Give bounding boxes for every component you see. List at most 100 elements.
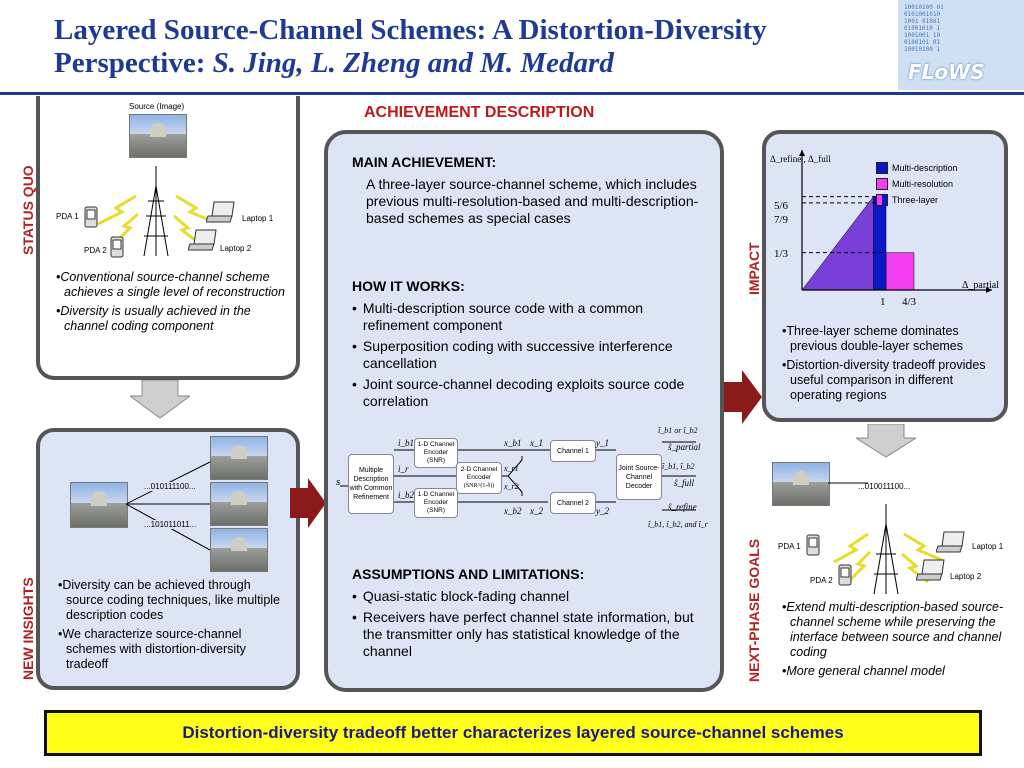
three-layer-region bbox=[801, 195, 874, 291]
impact-panel: Multi-description Multi-resolution Three… bbox=[762, 130, 1008, 422]
next-phase-bullet: •Extend multi-description-based source-c… bbox=[782, 600, 1004, 659]
s-partial-label: ŝ_partial bbox=[668, 442, 701, 452]
source-image bbox=[129, 114, 187, 158]
pda-2-label: PDA 2 bbox=[84, 246, 107, 255]
source-image-label: Source (Image) bbox=[129, 102, 185, 111]
impact-y-axis-label: Δ_refine , Δ_full bbox=[770, 154, 831, 164]
status-quo-bullet: •Diversity is usually achieved in the ch… bbox=[56, 304, 251, 333]
legend-label: Three-layer bbox=[892, 195, 939, 205]
down-arrow-left bbox=[130, 380, 190, 419]
logo-text: FLoWS bbox=[908, 60, 985, 84]
enc2-label: 2-D Channel Encoder bbox=[460, 466, 498, 481]
out-bot-label: î_b1, î_b2, and î_r bbox=[648, 520, 708, 529]
next-phase-bullets: •Extend multi-description-based source-c… bbox=[782, 600, 1010, 683]
new-insights-bullet: •We characterize source-channel schemes … bbox=[58, 627, 246, 671]
decoded-image-3 bbox=[210, 528, 268, 572]
impact-bullet: •Distortion-diversity tradeoff provides … bbox=[782, 358, 986, 402]
xr1-label: x_r1 bbox=[504, 464, 519, 473]
next-pda-2-icon bbox=[838, 564, 852, 586]
status-quo-label: STATUS QUO bbox=[20, 165, 36, 255]
y-tick-5-6: 5/6 bbox=[774, 200, 789, 212]
s-refine-label: ŝ_refine bbox=[668, 502, 697, 512]
legend-item: Multi-resolution bbox=[876, 178, 958, 190]
assumption-item-text: Receivers have perfect channel state inf… bbox=[362, 609, 694, 659]
title-prefix: Perspective: bbox=[54, 47, 213, 79]
y-axis-arrow bbox=[799, 150, 805, 156]
how-it-works-title: HOW IT WORKS: bbox=[352, 278, 465, 294]
s-full-label: ŝ_full bbox=[674, 478, 695, 488]
down-arrow-right bbox=[856, 424, 916, 458]
diagram-lines bbox=[340, 441, 696, 511]
how-item: •Joint source-channel decoding exploits … bbox=[352, 376, 708, 410]
ib2-label: i_b2 bbox=[398, 490, 415, 500]
how-it-works-list: •Multi-description source code with a co… bbox=[352, 300, 708, 410]
next-phase-bullet: •More general channel model bbox=[782, 664, 945, 678]
assumption-item: •Quasi-static block-fading channel bbox=[352, 588, 570, 604]
decoded-image-1 bbox=[210, 436, 268, 480]
title-line-1: Layered Source-Channel Schemes: A Distor… bbox=[54, 14, 767, 46]
legend-item: Three-layer bbox=[876, 194, 958, 206]
laptop-2-label: Laptop 2 bbox=[220, 244, 252, 253]
logo-bits: 10010100 01 0101001010 1001 01001 010010… bbox=[904, 4, 944, 53]
legend-swatch bbox=[876, 178, 888, 190]
pda-1-label: PDA 1 bbox=[56, 212, 79, 221]
assumptions-section: ASSUMPTIONS AND LIMITATIONS: •Quasi-stat… bbox=[352, 566, 712, 664]
channel-2-block: Channel 2 bbox=[550, 492, 596, 514]
new-insights-label: NEW INSIGHTS bbox=[20, 577, 36, 680]
x2-label: x_2 bbox=[530, 506, 543, 516]
laptop-1-label: Laptop 1 bbox=[242, 214, 274, 223]
status-quo-bullets: •Conventional source-channel scheme achi… bbox=[56, 270, 288, 338]
description-code-1: ...010111100... bbox=[144, 482, 196, 491]
laptop-1-icon bbox=[206, 201, 235, 223]
how-item: •Superposition coding with successive in… bbox=[352, 338, 708, 372]
legend-swatch bbox=[876, 162, 888, 174]
broadcast-diagram bbox=[97, 166, 215, 257]
description-paths bbox=[126, 461, 211, 551]
achievement-panel: MAIN ACHIEVEMENT: A three-layer source-c… bbox=[324, 130, 724, 692]
next-pda-1-label: PDA 1 bbox=[778, 542, 801, 551]
next-source-image bbox=[772, 462, 830, 506]
status-quo-panel: Source (Image) PDA 1 PDA 2 Laptop 1 Lapt… bbox=[36, 96, 300, 380]
title-line-2: Perspective: S. Jing, L. Zheng and M. Me… bbox=[54, 47, 767, 80]
description-code-2: ...101011011... bbox=[144, 520, 197, 529]
legend-swatch bbox=[876, 194, 888, 206]
how-item: •Multi-description source code with a co… bbox=[352, 300, 708, 334]
channel-encoder-2-block: 2-D Channel Encoder (SNR^(1-δ)) bbox=[456, 462, 502, 494]
next-phase-code: ...010011100... bbox=[858, 482, 911, 491]
main-achievement-section: MAIN ACHIEVEMENT: A three-layer source-c… bbox=[352, 154, 702, 227]
multi-resolution-region bbox=[885, 252, 915, 291]
flows-logo: 10010100 01 0101001010 1001 01001 010010… bbox=[898, 0, 1024, 90]
y-tick-7-9: 7/9 bbox=[774, 214, 789, 226]
y2-label: y_2 bbox=[596, 506, 609, 516]
assumptions-list: •Quasi-static block-fading channel •Rece… bbox=[352, 588, 712, 660]
next-laptop-1-label: Laptop 1 bbox=[972, 542, 1004, 551]
how-item-text: Joint source-channel decoding exploits s… bbox=[362, 376, 685, 409]
y1-label: y_1 bbox=[596, 438, 609, 448]
ib1-label: i_b1 bbox=[398, 438, 415, 448]
original-image bbox=[70, 482, 128, 528]
red-arrow-left bbox=[290, 478, 326, 528]
next-laptop-2-label: Laptop 2 bbox=[950, 572, 982, 581]
new-insights-panel: ...010111100... ...101011011... •Diversi… bbox=[36, 428, 300, 690]
decoded-image-2 bbox=[210, 482, 268, 526]
ir-label: i_r bbox=[398, 464, 409, 474]
status-quo-frame bbox=[36, 96, 300, 380]
assumptions-title: ASSUMPTIONS AND LIMITATIONS: bbox=[352, 566, 585, 582]
red-arrow-right bbox=[722, 370, 762, 424]
next-phase-label: NEXT-PHASE GOALS bbox=[746, 538, 762, 682]
how-item-text: Superposition coding with successive int… bbox=[362, 338, 673, 371]
impact-bullets: •Three-layer scheme dominates previous d… bbox=[782, 324, 992, 407]
main-achievement-text: A three-layer source-channel scheme, whi… bbox=[366, 176, 699, 226]
multi-description-region bbox=[873, 196, 887, 291]
legend-item: Multi-description bbox=[876, 162, 958, 174]
next-pda-2-label: PDA 2 bbox=[810, 576, 833, 585]
x-axis-arrow bbox=[986, 287, 992, 293]
impact-x-axis-label: Δ_partial bbox=[962, 280, 999, 291]
laptop-2-icon bbox=[188, 229, 217, 251]
conclusion-text: Distortion-diversity tradeoff better cha… bbox=[182, 723, 844, 742]
enc2-sub: (SNR^(1-δ)) bbox=[463, 483, 495, 489]
out-mid-label: î_b1, î_b2 bbox=[662, 462, 695, 471]
new-insights-bullet: •Diversity can be achieved through sourc… bbox=[58, 578, 281, 622]
how-item-text: Multi-description source code with a com… bbox=[362, 300, 644, 333]
main-achievement-title: MAIN ACHIEVEMENT: bbox=[352, 154, 497, 170]
